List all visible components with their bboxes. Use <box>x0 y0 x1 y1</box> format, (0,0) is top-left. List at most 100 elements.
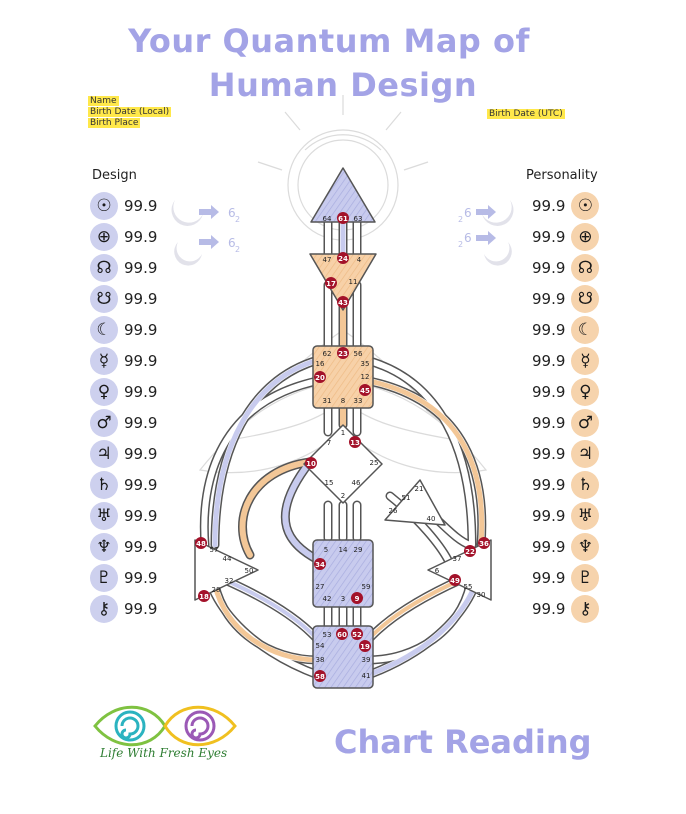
birth-place-field: Birth Place <box>88 118 141 128</box>
gate-47: 47 <box>323 256 332 264</box>
gate-56: 56 <box>354 350 363 358</box>
gate-18: 18 <box>199 593 209 601</box>
birth-date-utc-field: Birth Date (UTC) <box>487 109 565 119</box>
personality-value: 99.9 <box>532 321 566 339</box>
chart-reading-heading: Chart Reading <box>334 723 592 761</box>
personality-value: 99.9 <box>532 414 566 432</box>
design-south-node-icon: ☋ <box>90 285 118 313</box>
design-value: 99.9 <box>124 476 158 494</box>
gate-62: 62 <box>323 350 332 358</box>
gate-14: 14 <box>339 546 348 554</box>
gate-23: 23 <box>338 350 348 358</box>
gate-28: 28 <box>212 586 221 594</box>
design-chiron-icon: ⚷ <box>90 595 118 623</box>
gate-4: 4 <box>357 256 362 264</box>
gate-34: 34 <box>315 561 325 569</box>
design-bottom-variable: 6 <box>228 236 236 250</box>
gate-3: 3 <box>341 595 345 603</box>
gate-55: 55 <box>464 583 473 591</box>
personality-row: 99.9 ⊕ <box>532 222 600 252</box>
design-row: ♂99.9 <box>90 408 157 438</box>
personality-saturn-icon: ♄ <box>571 471 600 499</box>
gate-9: 9 <box>355 595 360 603</box>
personality-uranus-icon: ♅ <box>571 502 600 530</box>
solar-plexus-center <box>427 539 492 601</box>
personality-north-node-icon: ☊ <box>571 254 600 282</box>
heart-center <box>384 479 446 526</box>
name-field: Name <box>88 96 119 106</box>
gate-17: 17 <box>326 280 336 288</box>
personality-value: 99.9 <box>532 259 566 277</box>
personality-earth-icon: ⊕ <box>571 223 600 251</box>
gate-16: 16 <box>316 360 325 368</box>
gate-21: 21 <box>415 485 424 493</box>
design-row: ♃99.9 <box>90 439 157 469</box>
personality-row: 99.9 ♇ <box>532 563 600 593</box>
design-top-variable: 6 <box>228 206 236 220</box>
personality-variable-arrows: 2 6 2 6 <box>458 205 496 249</box>
design-column-heading: Design <box>92 168 137 183</box>
gate-2: 2 <box>341 492 345 500</box>
personality-mars-icon: ♂ <box>571 409 600 437</box>
gate-42: 42 <box>323 595 332 603</box>
gate-38: 38 <box>316 656 325 664</box>
gate-12: 12 <box>361 373 370 381</box>
gate-58: 58 <box>315 673 325 681</box>
gate-36: 36 <box>479 540 489 548</box>
personality-row: 99.9 ☿ <box>532 346 600 376</box>
gate-40: 40 <box>427 515 436 523</box>
gate-46: 46 <box>352 479 361 487</box>
personality-row: 99.9 ♂ <box>532 408 600 438</box>
personality-pluto-icon: ♇ <box>571 564 600 592</box>
throat-center <box>312 345 374 409</box>
design-moon-icon: ☾ <box>90 316 118 344</box>
birth-date-local-field: Birth Date (Local) <box>88 107 172 117</box>
gate-27: 27 <box>316 583 325 591</box>
design-mars-icon: ♂ <box>90 409 118 437</box>
personality-top-variable-sub: 2 <box>458 215 463 224</box>
gate-6: 6 <box>435 567 440 575</box>
gate-37: 37 <box>453 555 462 563</box>
personality-value: 99.9 <box>532 228 566 246</box>
personality-value: 99.9 <box>532 352 566 370</box>
personality-value: 99.9 <box>532 197 566 215</box>
design-north-node-icon: ☊ <box>90 254 118 282</box>
personality-row: 99.9♃ <box>532 439 600 469</box>
design-row: ♆99.9 <box>90 532 157 562</box>
personality-mercury-icon: ☿ <box>571 347 600 375</box>
personality-sun-icon: ☉ <box>571 192 600 220</box>
design-row: ♇99.9 <box>90 563 157 593</box>
sacral-center <box>312 539 374 608</box>
gate-15: 15 <box>325 479 334 487</box>
design-row: ☿99.9 <box>90 346 157 376</box>
gate-32: 32 <box>225 577 234 585</box>
gate-48: 48 <box>196 540 206 548</box>
personality-column-heading: Personality <box>526 168 598 183</box>
gate-49: 49 <box>450 577 460 585</box>
design-row: ⊕99.9 <box>90 222 157 252</box>
gate-63: 63 <box>354 215 363 223</box>
design-value: 99.9 <box>124 445 158 463</box>
personality-chiron-icon: ⚷ <box>571 595 600 623</box>
page-title-line-2: Human Design <box>208 66 478 104</box>
personality-value: 99.9 <box>532 569 566 587</box>
personality-row: 99.9 ☉ <box>532 191 600 221</box>
g-center <box>303 424 383 504</box>
personality-row: 99.9♅ <box>532 501 600 531</box>
design-uranus-icon: ♅ <box>90 502 118 530</box>
gate-61: 61 <box>338 215 348 223</box>
gate-52: 52 <box>352 631 362 639</box>
design-value: 99.9 <box>124 507 158 525</box>
gate-8: 8 <box>341 397 345 405</box>
design-earth-icon: ⊕ <box>90 223 118 251</box>
personality-row: 99.9♀ <box>532 377 600 407</box>
gate-53: 53 <box>323 631 332 639</box>
design-value: 99.9 <box>124 383 158 401</box>
personality-value: 99.9 <box>532 445 566 463</box>
design-value: 99.9 <box>124 259 158 277</box>
design-value: 99.9 <box>124 600 158 618</box>
gate-30: 30 <box>477 591 486 599</box>
design-value: 99.9 <box>124 569 158 587</box>
gate-57: 57 <box>210 546 219 554</box>
moon-decoration-left <box>171 200 203 266</box>
